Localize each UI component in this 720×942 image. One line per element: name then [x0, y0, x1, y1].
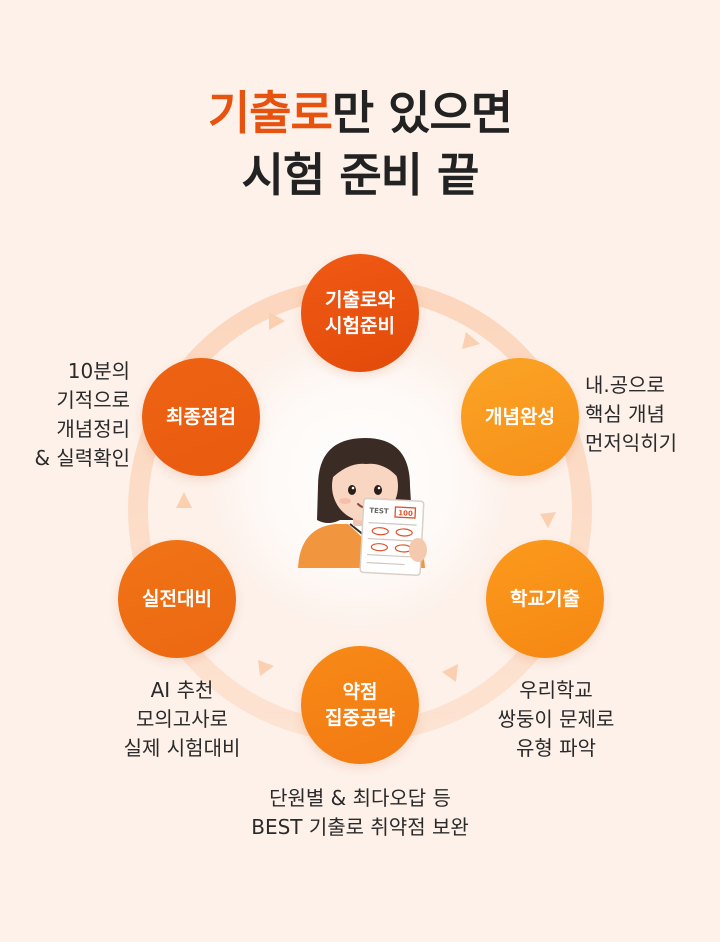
arrow-icon-1-2: [462, 332, 480, 349]
desc-line: 실제 시험대비: [123, 736, 241, 760]
test-score: 100: [398, 509, 413, 518]
step-line: 기출로와: [325, 289, 395, 311]
step-node-concept: 개념완성: [461, 358, 579, 476]
arrow-icon-2-3: [540, 512, 556, 528]
step-line: 시험준비: [325, 315, 395, 337]
hand-shape: [409, 538, 427, 562]
desc-line: AI 추천: [150, 678, 214, 702]
step-node-final-check: 최종점검: [142, 358, 260, 476]
arrow-icon-6-1: [269, 312, 285, 330]
eye-highlight: [351, 486, 355, 490]
desc-line: 모의고사로: [136, 707, 228, 731]
step-node-label: 기출로와 시험준비: [325, 287, 395, 339]
step-line: 약점: [342, 681, 378, 703]
desc-concept: 내.공으로 핵심 개념 먼저익히기: [585, 371, 677, 458]
test-paper: TEST 100: [359, 497, 425, 576]
desc-line: BEST 기출로 취약점 보완: [251, 815, 469, 839]
right-eye-icon: [374, 485, 382, 495]
desc-line: 내.공으로: [585, 373, 665, 397]
test-label: TEST: [369, 507, 389, 516]
step-line: 최종점검: [166, 406, 236, 428]
step-line: 실전대비: [142, 588, 212, 610]
desc-school-exams: 우리학교 쌍둥이 문제로 유형 파악: [456, 676, 656, 763]
step-node-label: 개념완성: [485, 404, 555, 430]
student-character: TEST 100: [298, 438, 427, 576]
step-node-practice: 실전대비: [118, 540, 236, 658]
desc-weakness: 단원별 & 최다오답 등 BEST 기출로 취약점 보완: [200, 784, 520, 842]
left-eye-icon: [348, 485, 356, 495]
desc-line: 단원별 & 최다오답 등: [269, 786, 451, 810]
step-line: 학교기출: [510, 588, 580, 610]
desc-line: 우리학교: [519, 678, 593, 702]
desc-practice: AI 추천 모의고사로 실제 시험대비: [82, 676, 282, 763]
step-line: 개념완성: [485, 406, 555, 428]
desc-line: 기적으로: [56, 388, 130, 412]
desc-line: 10분의: [67, 359, 130, 383]
step-node-label: 학교기출: [510, 586, 580, 612]
step-node-weakness: 약점 집중공략: [301, 646, 419, 764]
desc-line: 개념정리: [56, 417, 130, 441]
step-node-exam-prep: 기출로와 시험준비: [301, 254, 419, 372]
headline: 기출로만 있으면 시험 준비 끝: [0, 82, 720, 206]
desc-line: 쌍둥이 문제로: [497, 707, 615, 731]
bangs-shape: [330, 446, 400, 480]
arrow-icon-5-6: [176, 492, 192, 508]
desc-line: 먼저익히기: [585, 431, 677, 455]
headline-line-1: 기출로만 있으면: [0, 82, 720, 144]
arrow-icon-4-5: [258, 660, 274, 676]
desc-line: & 실력확인: [34, 446, 130, 470]
step-line: 집중공략: [325, 707, 395, 729]
headline-rest: 만 있으면: [331, 86, 513, 140]
step-node-label: 약점 집중공략: [325, 679, 395, 731]
cheek-shape: [339, 498, 351, 504]
step-node-label: 최종점검: [166, 404, 236, 430]
score-box: [394, 506, 417, 519]
headline-line-2: 시험 준비 끝: [241, 148, 480, 202]
desc-final-check: 10분의 기적으로 개념정리 & 실력확인: [0, 357, 130, 473]
step-node-label: 실전대비: [142, 586, 212, 612]
desc-line: 핵심 개념: [585, 402, 665, 426]
desc-line: 유형 파악: [516, 736, 596, 760]
headline-accent: 기출로: [207, 86, 333, 140]
eye-highlight: [377, 486, 381, 490]
arrow-icon-3-4: [442, 664, 458, 682]
step-node-school-exams: 학교기출: [486, 540, 604, 658]
